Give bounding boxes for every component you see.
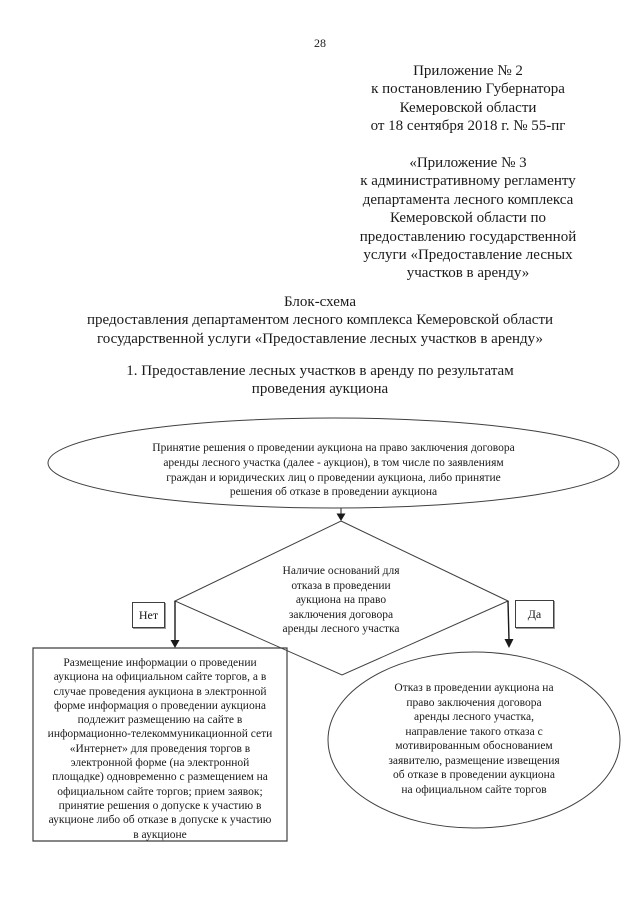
- appendix-3-block: «Приложение № 3 к административному регл…: [359, 155, 577, 282]
- refusal-ellipse-shape: [328, 652, 620, 828]
- process-rect-shape: [33, 648, 287, 841]
- start-ellipse-shape: [48, 418, 619, 508]
- decision-diamond-shape: [175, 521, 508, 675]
- section-1-heading: 1. Предоставление лесных участков в арен…: [126, 363, 514, 398]
- process-rect-text: Размещение информации о проведении аукци…: [47, 657, 273, 841]
- arrow-no-branch: [170, 601, 180, 648]
- decision-diamond-text: Наличие оснований для отказа в проведени…: [282, 565, 400, 636]
- no-branch-label: Нет: [132, 602, 165, 628]
- page-number: 28: [314, 36, 326, 50]
- appendix-2-block: Приложение № 2 к постановлению Губернато…: [370, 63, 566, 135]
- arrow-yes-branch: [504, 601, 514, 648]
- start-ellipse-text: Принятие решения о проведении аукциона н…: [152, 442, 515, 499]
- flowchart-title: Блок-схема предоставления департаментом …: [86, 294, 554, 347]
- yes-branch-label-text: Да: [527, 606, 542, 621]
- yes-branch-label: Да: [515, 600, 554, 628]
- no-branch-label-text: Нет: [138, 607, 159, 622]
- arrow-start-to-decision: [336, 508, 346, 521]
- refusal-ellipse-text: Отказ в проведении аукциона на право зак…: [388, 682, 560, 796]
